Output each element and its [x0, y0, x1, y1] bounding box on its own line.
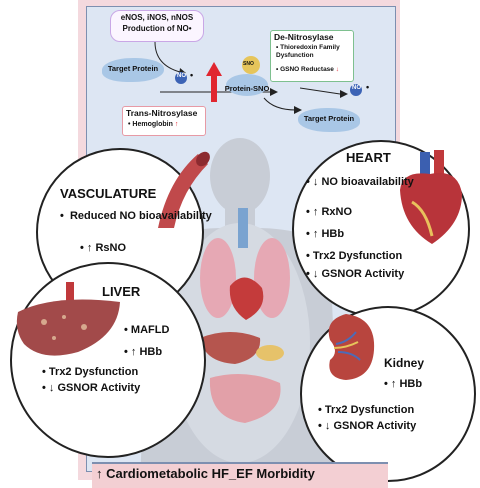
heart-item-3: • ↑ HBb [306, 228, 345, 240]
liver-item-4: • ↓ GSNOR Activity [42, 382, 141, 394]
de-nitrosylase-box [270, 30, 354, 82]
no-molecule-left [175, 72, 187, 84]
target-protein-right-label: Target Protein [303, 114, 355, 123]
kidney-item-2: • Trx2 Dysfunction [318, 404, 415, 416]
up-arrow-icon: ↑ [174, 121, 179, 128]
no-molecule-right [350, 84, 362, 96]
up-arrow-icon: ↑ [86, 242, 93, 254]
vasculature-title: VASCULATURE [60, 186, 157, 201]
trans-nitrosylase-title: Trans-Nitrosylase [126, 108, 198, 118]
no-radical-dot-right: • [366, 82, 370, 92]
no-radical-dot: • [190, 70, 194, 80]
no-label-left: NO [177, 73, 186, 79]
kidney-item-3: • ↓ GSNOR Activity [318, 420, 417, 432]
heart-title: HEART [346, 150, 391, 165]
kidney-title: Kidney [384, 356, 425, 370]
heart-item-1: • ↓ NO bioavailability [306, 176, 414, 188]
blood-vessel-icon [158, 151, 210, 228]
vasculature-item-1: • Reduced NO bioavailability [60, 210, 212, 222]
kidney-item-1: • ↑ HBb [384, 378, 423, 390]
up-arrow-icon: ↑ [390, 378, 397, 390]
trans-nitrosylase-item: • Hemoglobin ↑ [128, 121, 179, 128]
vasculature-item-2: • ↑ RsNO [80, 242, 127, 254]
liver-item-3: • Trx2 Dysfunction [42, 366, 139, 378]
protein-sno-blob [226, 74, 268, 96]
target-protein-right-arrow [263, 97, 302, 114]
nos-production-box [110, 10, 204, 42]
nos-sub: Production of NO• [122, 24, 192, 33]
sno-molecule [242, 56, 260, 74]
up-arrow-icon: ↑ [312, 228, 319, 240]
down-arrow-icon: ↓ [312, 268, 319, 280]
target-protein-right-blob [298, 108, 360, 132]
heart-item-2: • ↑ RxNO [306, 206, 353, 218]
down-arrow-icon: ↓ [335, 66, 339, 73]
target-protein-left-blob [102, 58, 164, 82]
liver-item-1: • MAFLD [124, 324, 170, 336]
no-label-right: NO [352, 85, 361, 91]
liver-item-2: • ↑ HBb [124, 346, 163, 358]
heart-item-4: • Trx2 Dysfunction [306, 250, 403, 262]
down-arrow-icon: ↓ [324, 420, 331, 432]
de-nitrosylase-item-1: • Thioredoxin Family Dysfunction [276, 44, 340, 59]
trans-nitrosylase-box [122, 106, 206, 136]
up-arrow-icon: ↑ [312, 206, 319, 218]
liver-title: LIVER [102, 284, 141, 299]
heart-icon [400, 150, 462, 244]
protein-sno-label: Protein-SNO [224, 84, 270, 93]
banner-text: ↑ Cardiometabolic HF_EF Morbidity [96, 466, 315, 481]
kidney-icon [328, 314, 375, 380]
down-arrow-icon: ↓ [48, 382, 55, 394]
center-organs [200, 208, 290, 423]
nos-label: eNOS, iNOS, nNOS [120, 13, 194, 22]
denitrosylase-arrow [300, 87, 348, 98]
target-protein-left-label: Target Protein [107, 64, 159, 73]
red-up-arrow [206, 62, 222, 102]
heart-item-5: • ↓ GSNOR Activity [306, 268, 405, 280]
liver-icon [16, 282, 120, 356]
de-nitrosylase-item-2: • GSNO Reductase ↓ [276, 66, 339, 73]
sno-on-blob: SNO [243, 61, 254, 67]
up-arrow-icon: ↑ [96, 466, 103, 481]
up-arrow-icon: ↑ [130, 346, 137, 358]
de-nitrosylase-title: De-Nitrosylase [274, 32, 334, 42]
down-arrow-icon: ↓ [312, 176, 319, 188]
liver-circle [10, 262, 206, 458]
